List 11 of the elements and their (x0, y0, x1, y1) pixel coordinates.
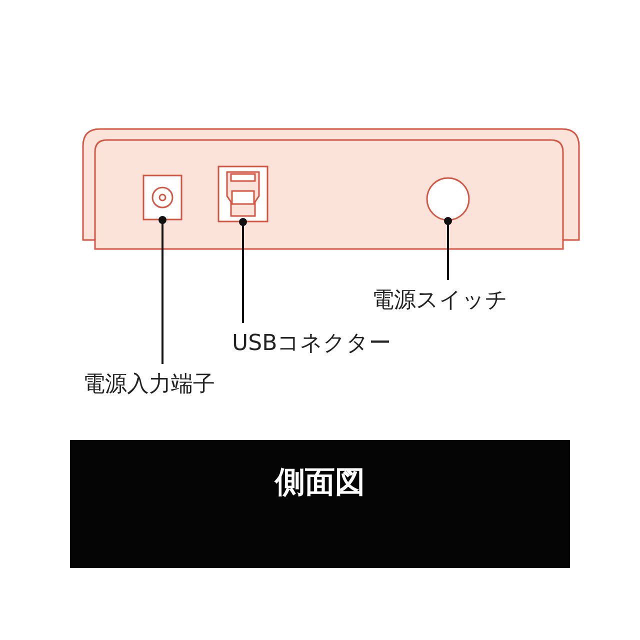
part-label: 電源入力端子 (83, 372, 215, 398)
usb-port (218, 166, 268, 222)
leader-line (239, 218, 247, 323)
part-label: 電源スイッチ (372, 288, 508, 314)
leader-line (444, 217, 452, 280)
power-jack (143, 175, 182, 220)
power-switch (426, 177, 470, 221)
part-label: USBコネクター (232, 331, 392, 357)
device-side-panel (82, 128, 580, 250)
leader-line (158, 216, 166, 364)
title: 側面図 (273, 464, 366, 502)
